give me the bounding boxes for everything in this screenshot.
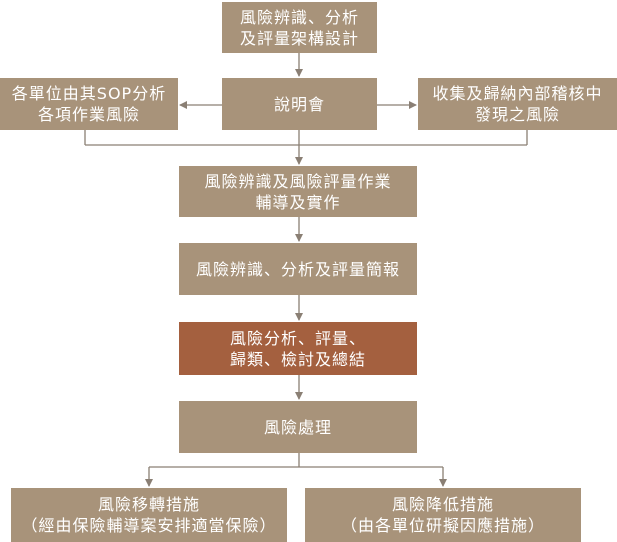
node-text-line: 收集及歸納內部稽核中 <box>432 84 603 103</box>
node-analysis-summary: 風險分析、評量、 歸類、檢討及總結 <box>179 322 417 375</box>
node-text-line: 風險移轉措施 <box>97 495 200 514</box>
node-risk-transfer: 風險移轉措施 （經由保險輔導案安排適當保險） <box>11 488 287 542</box>
node-text-line: （經由保險輔導案安排適當保險） <box>21 516 277 535</box>
node-risk-treatment: 風險處理 <box>179 401 417 453</box>
node-briefing-report: 風險辨識、分析及評量簡報 <box>179 243 417 295</box>
node-text-line: 各單位由其SOP分析 <box>11 84 167 103</box>
node-text-line: 說明會 <box>273 94 325 114</box>
node-text-line: 及評量架構設計 <box>239 28 359 48</box>
node-text-line: 風險辨識、分析 <box>239 7 359 27</box>
node-text-line: 風險辨識及風險評量作業 <box>204 171 392 191</box>
node-briefing: 說明會 <box>222 78 377 130</box>
node-text-line: 發現之風險 <box>474 105 560 124</box>
node-text-line: （由各單位研擬因應措施） <box>340 516 545 535</box>
node-risk-reduction: 風險降低措施 （由各單位研擬因應措施） <box>305 488 581 542</box>
node-text-line: 風險降低措施 <box>391 495 494 514</box>
node-text-line: 風險辨識、分析及評量簡報 <box>195 259 400 279</box>
node-text-line: 歸類、檢討及總結 <box>229 349 366 369</box>
node-framework-design: 風險辨識、分析 及評量架構設計 <box>222 2 377 53</box>
node-text-line: 風險處理 <box>263 417 332 437</box>
node-sop-analysis: 各單位由其SOP分析 各項作業風險 <box>0 78 178 130</box>
node-internal-audit: 收集及歸納內部稽核中 發現之風險 <box>418 78 617 130</box>
node-text-line: 輔導及實作 <box>255 192 341 212</box>
node-coaching-practice: 風險辨識及風險評量作業 輔導及實作 <box>179 166 417 217</box>
node-text-line: 風險分析、評量、 <box>229 328 366 348</box>
node-text-line: 各項作業風險 <box>37 105 140 124</box>
